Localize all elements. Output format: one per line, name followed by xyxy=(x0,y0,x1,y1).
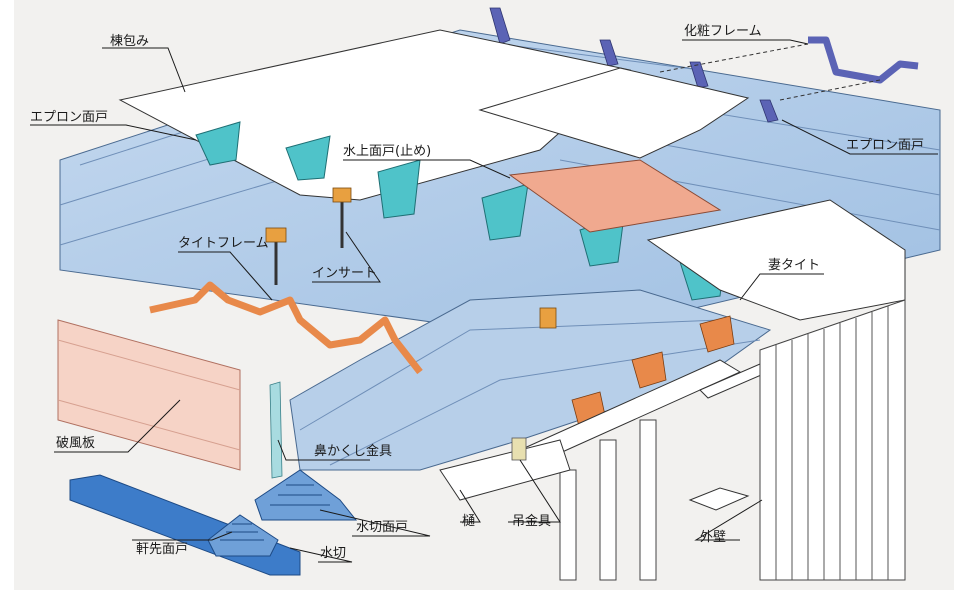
tight-brackets-right xyxy=(571,315,735,431)
label-decorative-frame: 化粧フレーム xyxy=(684,24,762,39)
insert-bolts xyxy=(274,200,344,285)
ridge-cover-right xyxy=(478,67,750,159)
label-nose-bracket: 鼻かくし金具 xyxy=(314,444,393,459)
nose-bracket xyxy=(269,381,283,479)
building-frame xyxy=(559,419,657,581)
purlins xyxy=(518,359,769,511)
label-barge-board: 破風板 xyxy=(56,436,96,451)
label-gutter: 樋 xyxy=(462,514,476,529)
decorative-frame-part xyxy=(808,36,919,84)
label-drip: 水切 xyxy=(320,546,347,561)
tight-frame xyxy=(149,281,423,375)
label-drip-closure: 水切面戸 xyxy=(356,520,409,535)
outer-wall xyxy=(759,299,906,581)
insert-heads xyxy=(265,187,557,329)
upper-closure-frame xyxy=(508,159,722,233)
label-upper-closure: 水上面戸(止め) xyxy=(343,144,432,159)
label-tight-frame: タイトフレーム xyxy=(178,236,269,251)
label-gable-tight: 妻タイト xyxy=(768,258,821,273)
label-hanger: 吊金具 xyxy=(512,514,552,529)
ridge-cover xyxy=(118,29,632,201)
label-insert: インサート xyxy=(312,266,378,281)
drip-strip xyxy=(69,474,301,576)
leader-lines xyxy=(30,39,938,563)
label-apron-left: エプロン面戸 xyxy=(30,110,109,125)
label-ridge-cover: 棟包み xyxy=(110,34,150,49)
decorative-frame-leader-dash2 xyxy=(779,79,881,101)
drip-closure xyxy=(254,469,358,521)
barge-board xyxy=(57,319,241,471)
ridge-ribs xyxy=(489,7,779,123)
decorative-frame-leader-dash xyxy=(659,43,809,73)
label-eave-closure: 軒先面戸 xyxy=(136,542,189,557)
label-apron-right: エプロン面戸 xyxy=(846,138,925,153)
hanger-bracket xyxy=(511,437,527,461)
label-outer-wall: 外壁 xyxy=(700,530,727,545)
roof-sheet-lower xyxy=(289,289,772,471)
